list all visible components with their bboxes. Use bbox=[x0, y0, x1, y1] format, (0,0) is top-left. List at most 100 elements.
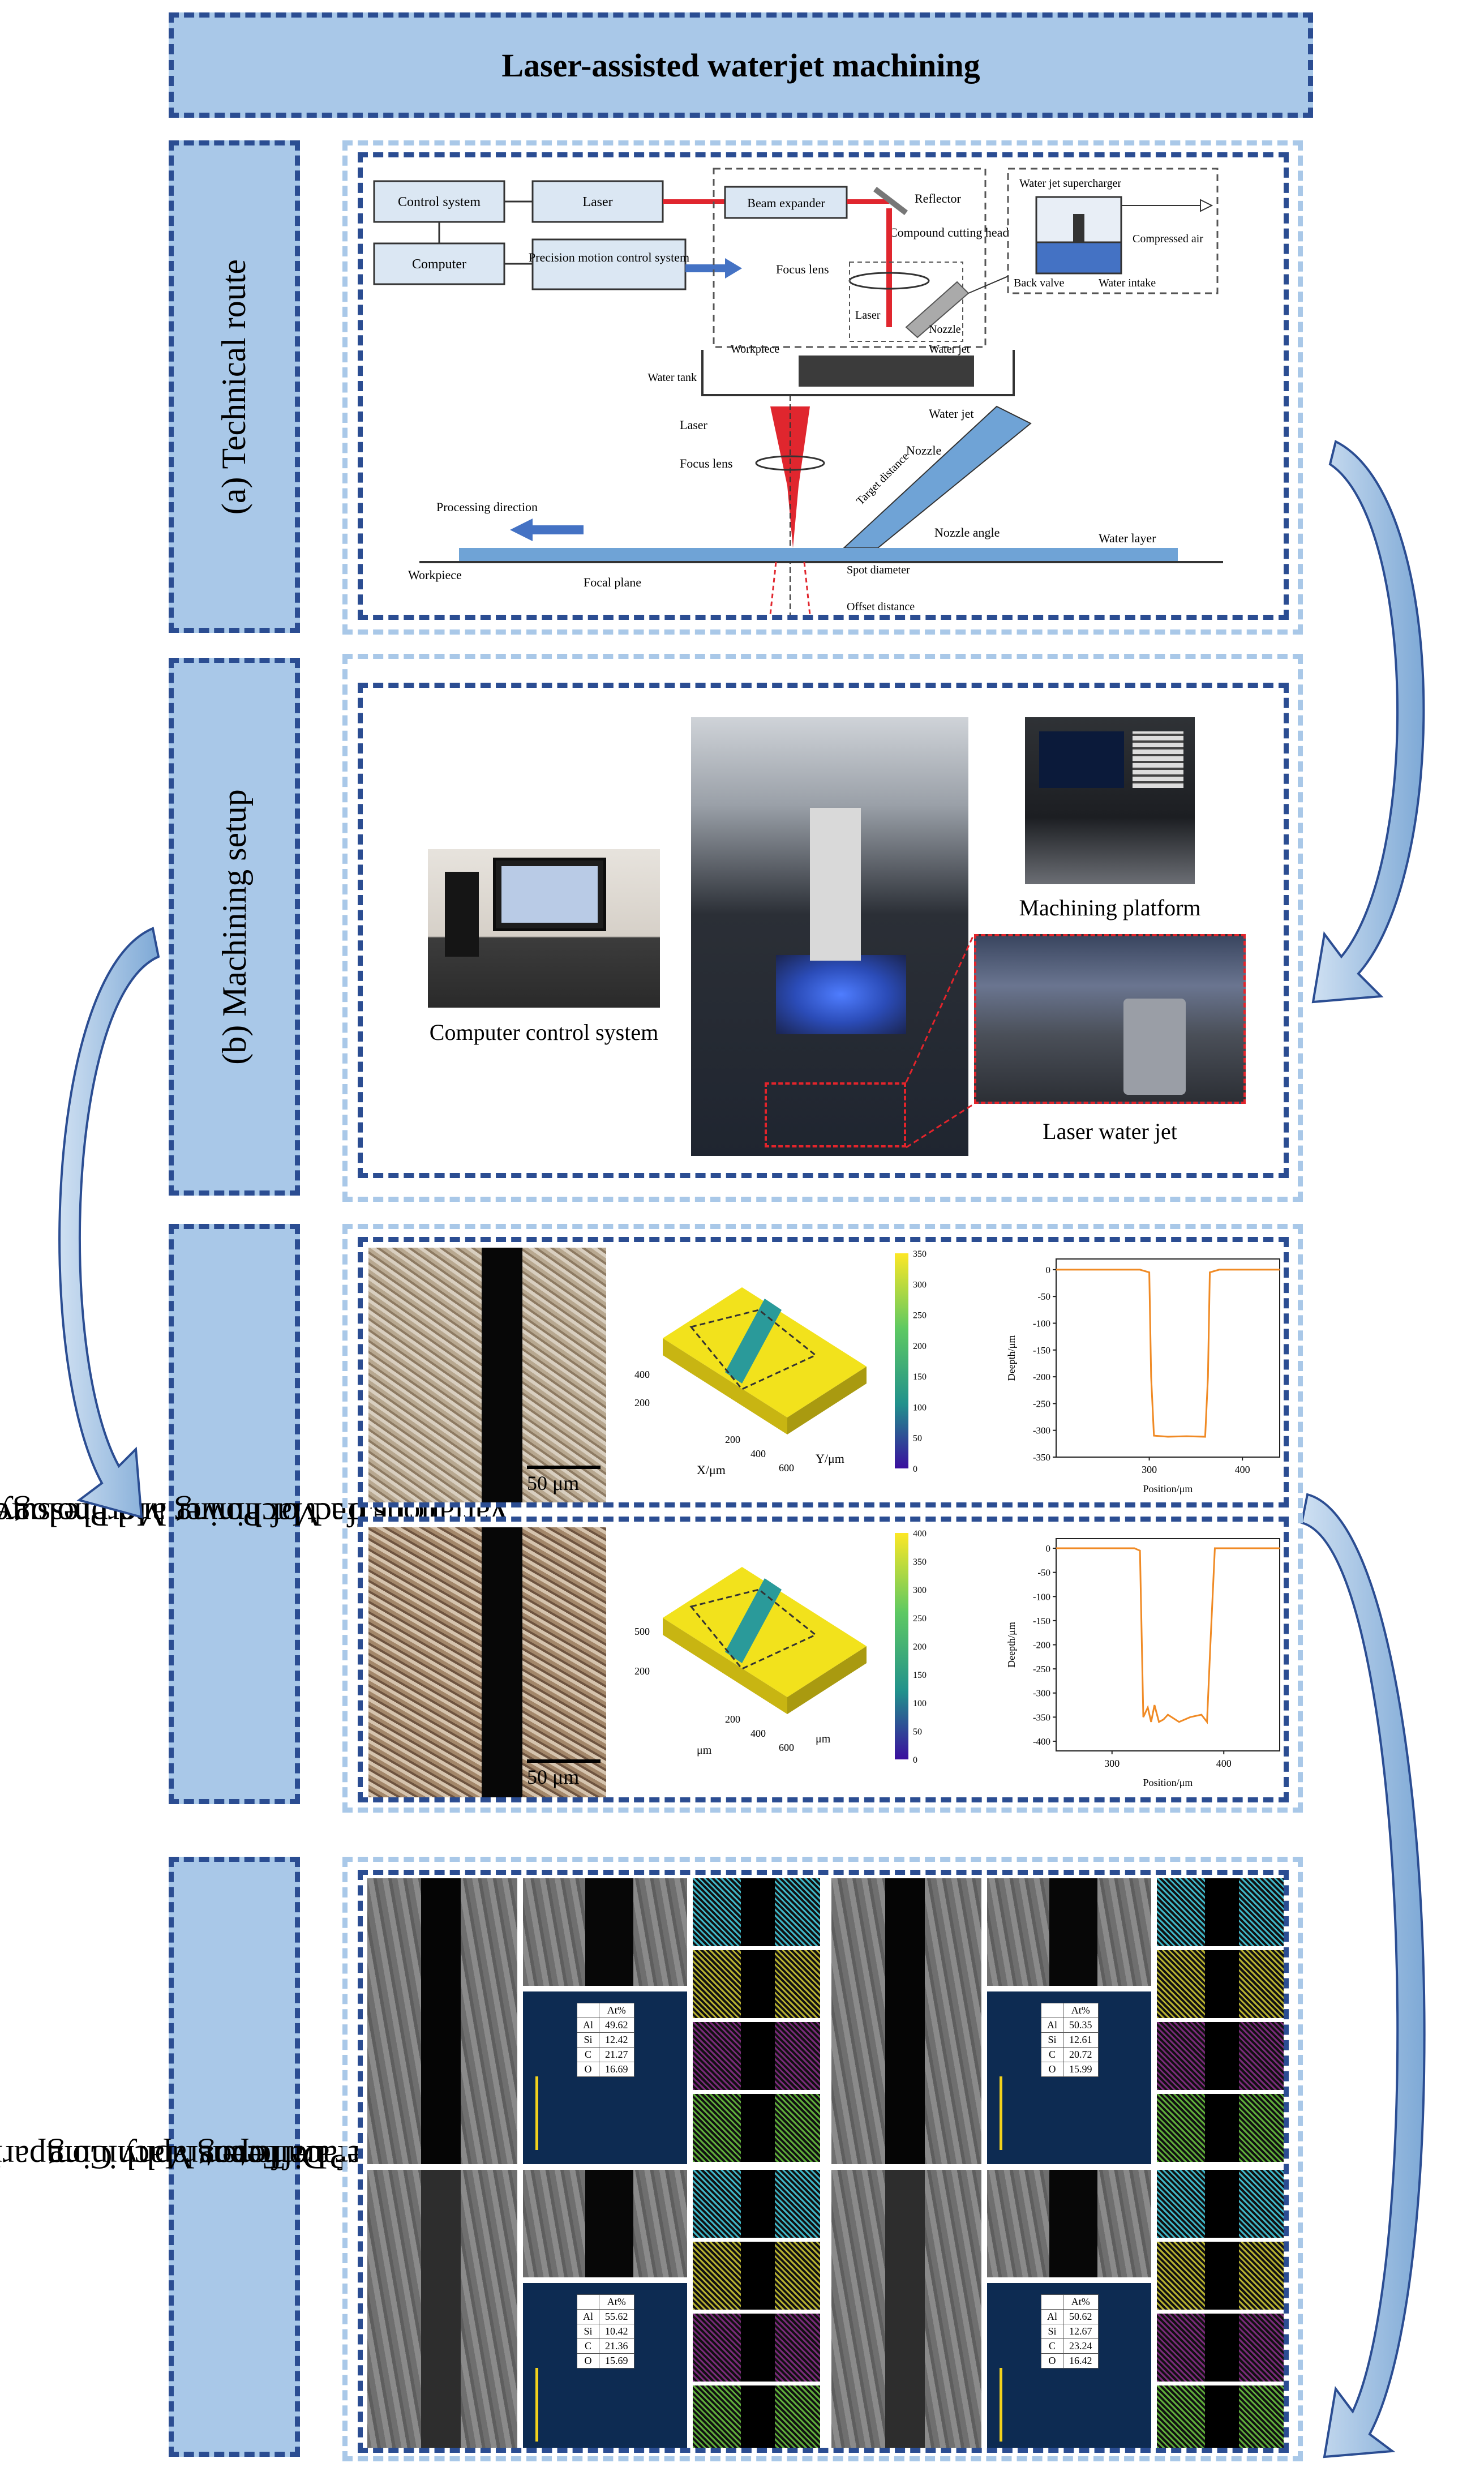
workpiece-text: Workpiece bbox=[731, 343, 779, 356]
surface-plot-1: X/μm Y/μm 200 400 600 400 200 bbox=[634, 1287, 867, 1477]
colorbar-tick: 0 bbox=[913, 1464, 917, 1474]
y-tick-label: -200 bbox=[1033, 1640, 1050, 1651]
workpiece-block bbox=[799, 356, 974, 387]
eds-element-map bbox=[693, 2170, 820, 2238]
eds-element-map bbox=[693, 1950, 820, 2018]
eds-element-map bbox=[693, 2314, 820, 2382]
eds-element: Al bbox=[577, 2309, 599, 2324]
surface-tick-x-2a: 200 bbox=[725, 1714, 740, 1725]
computer-text: Computer bbox=[412, 257, 466, 272]
sem-groove bbox=[885, 2170, 925, 2448]
processing-direction-text: Processing direction bbox=[436, 500, 538, 514]
compound-head-text: Compound cutting head bbox=[889, 225, 1009, 239]
eds-value: 50.35 bbox=[1063, 2018, 1099, 2033]
surface-x-label-1: X/μm bbox=[697, 1463, 726, 1477]
chart-frame bbox=[1056, 1538, 1280, 1751]
eds-header: At% bbox=[1063, 2003, 1099, 2018]
groove-2 bbox=[482, 1527, 522, 1797]
nozzle-body bbox=[1123, 999, 1186, 1095]
eds-map-groove bbox=[1205, 2314, 1239, 2382]
nozzle-text: Nozzle bbox=[929, 323, 961, 336]
water-tank-text: Water tank bbox=[647, 371, 697, 384]
x-tick-label: 300 bbox=[1142, 1464, 1157, 1475]
eds-element-map bbox=[1157, 2314, 1284, 2382]
eds-value: 50.62 bbox=[1063, 2309, 1099, 2324]
surface-tick-y-2b: 200 bbox=[634, 1665, 650, 1677]
arrow-b-to-c bbox=[58, 927, 160, 1519]
reflector-mirror bbox=[873, 187, 908, 215]
water-jet-text: Water jet bbox=[929, 343, 970, 356]
eds-map-groove bbox=[1205, 2022, 1239, 2090]
surface-tick-y-2a: 500 bbox=[634, 1626, 650, 1637]
water-intake-text: Water intake bbox=[1099, 277, 1156, 289]
spot-diameter-text: Spot diameter bbox=[847, 564, 910, 576]
eds-map-groove bbox=[741, 1950, 775, 2018]
y-tick-label: -300 bbox=[1033, 1425, 1050, 1436]
eds-element: O bbox=[1041, 2062, 1063, 2077]
surface-tick-x-1c: 600 bbox=[779, 1462, 794, 1474]
x-tick-label: 400 bbox=[1216, 1758, 1232, 1769]
scale-bar-line-2 bbox=[527, 1759, 601, 1763]
sem-detail-groove bbox=[1049, 1878, 1097, 1986]
nozzle-angle-text: Nozzle angle bbox=[934, 525, 1000, 539]
eds-element-map bbox=[693, 2242, 820, 2310]
scale-bar-text-1: 50 μm bbox=[527, 1472, 580, 1494]
colorbar-tick: 150 bbox=[913, 1671, 927, 1680]
eds-value: 49.62 bbox=[599, 2018, 634, 2033]
sem-groove bbox=[885, 1878, 925, 2164]
sem-detail-groove bbox=[585, 1878, 633, 1986]
processing-direction-arrow bbox=[510, 519, 584, 541]
eds-value: 12.42 bbox=[599, 2032, 634, 2048]
eds-element: O bbox=[577, 2062, 599, 2077]
eds-element-map bbox=[693, 2094, 820, 2162]
surface-tick-x-1a: 200 bbox=[725, 1434, 740, 1445]
eds-value: 15.69 bbox=[599, 2353, 634, 2369]
sem-detail-groove bbox=[1049, 2170, 1097, 2277]
eds-value: 21.36 bbox=[599, 2338, 634, 2354]
colorbar-tick: 100 bbox=[913, 1403, 927, 1412]
control-screen bbox=[1039, 731, 1124, 788]
lower-laser-text: Laser bbox=[680, 418, 708, 432]
y-tick-label: -350 bbox=[1033, 1452, 1050, 1463]
eds-map-groove bbox=[1205, 2094, 1239, 2162]
platform-caption: Machining platform bbox=[1019, 895, 1201, 920]
reflector-text: Reflector bbox=[915, 191, 962, 205]
eds-element: C bbox=[1041, 2338, 1063, 2354]
surface-groove-2 bbox=[725, 1578, 782, 1663]
focus-lens-text: Focus lens bbox=[776, 262, 829, 276]
eds-value: 12.67 bbox=[1063, 2324, 1099, 2339]
monitor-shape bbox=[493, 858, 606, 931]
colorbar-tick: 300 bbox=[913, 1586, 927, 1595]
eds-map-groove bbox=[1205, 1950, 1239, 2018]
page-title: Laser-assisted waterjet machining bbox=[169, 12, 1313, 118]
surface-tick-x-1b: 400 bbox=[750, 1448, 766, 1459]
eds-element-map bbox=[693, 1878, 820, 1946]
eds-map-groove bbox=[1205, 2242, 1239, 2310]
y-tick-label: -100 bbox=[1033, 1318, 1050, 1329]
eds-element: O bbox=[1041, 2353, 1063, 2369]
eds-map-groove bbox=[741, 2385, 775, 2448]
title-text: Laser-assisted waterjet machining bbox=[501, 46, 980, 84]
y-tick-label: -350 bbox=[1033, 1712, 1050, 1723]
colorbar-tick: 50 bbox=[913, 1434, 922, 1444]
chart-frame bbox=[1056, 1258, 1280, 1458]
surface-x-label-2: μm bbox=[697, 1744, 712, 1757]
colorbar-tick: 100 bbox=[913, 1699, 927, 1708]
x-axis-label: Position/μm bbox=[1143, 1777, 1193, 1788]
eds-element: C bbox=[1041, 2047, 1063, 2062]
eds-value: 21.27 bbox=[599, 2047, 634, 2062]
back-valve-text: Back valve bbox=[1014, 277, 1065, 289]
eds-element: Si bbox=[577, 2032, 599, 2048]
eds-map-groove bbox=[1205, 1878, 1239, 1946]
eds-map-groove bbox=[741, 2242, 775, 2310]
surface-top-1 bbox=[663, 1287, 867, 1417]
control-panel-photo bbox=[1025, 717, 1195, 884]
sem-detail-groove bbox=[585, 2170, 633, 2277]
water-layer-band bbox=[459, 548, 1178, 562]
micrograph-2: 50 μm bbox=[368, 1527, 606, 1797]
